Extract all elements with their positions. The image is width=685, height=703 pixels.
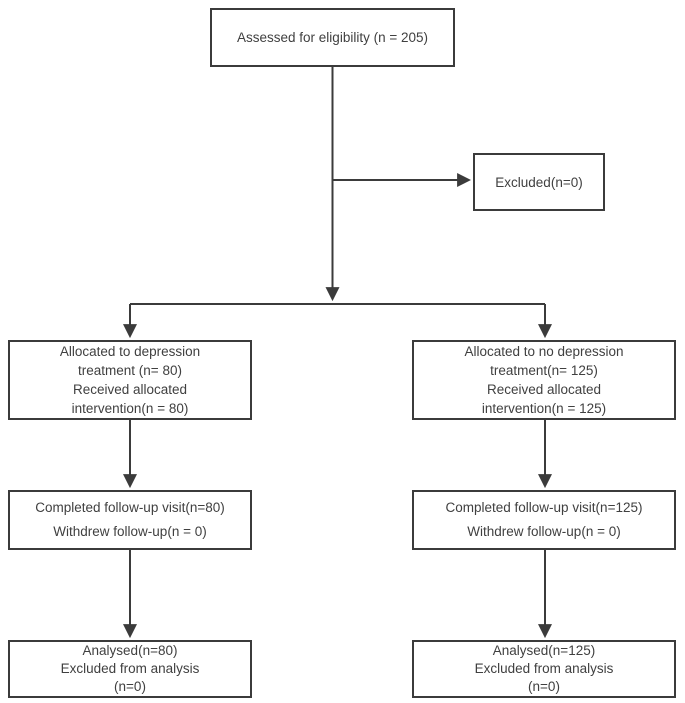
box-text: Assessed for eligibility (n = 205): [237, 30, 428, 45]
box-text: Excluded from analysis: [60, 661, 200, 676]
box-allocated-depression-treatment: Allocated to depression treatment (n= 80…: [8, 340, 252, 420]
box-text: Received allocated: [486, 382, 602, 397]
box-allocated-no-depression-treatment: Allocated to no depression treatment(n= …: [412, 340, 676, 420]
box-text: Withdrew follow-up(n = 0): [53, 524, 207, 539]
box-text: (n=0): [528, 679, 560, 694]
box-text: treatment (n= 80): [78, 363, 182, 378]
box-text: Analysed(n=125): [492, 643, 596, 658]
box-text: Excluded from analysis: [474, 661, 614, 676]
box-text: Withdrew follow-up(n = 0): [467, 524, 621, 539]
box-text: Allocated to no depression: [464, 344, 624, 359]
box-analysed-no-treatment: Analysed(n=125) Excluded from analysis (…: [412, 640, 676, 698]
box-analysed-treatment: Analysed(n=80) Excluded from analysis (n…: [8, 640, 252, 698]
box-followup-no-treatment: Completed follow-up visit(n=125) Withdre…: [412, 490, 676, 550]
box-text: Excluded(n=0): [495, 174, 583, 190]
box-text: Analysed(n=80): [82, 643, 178, 658]
box-text: Completed follow-up visit(n=80): [35, 500, 225, 515]
box-text: intervention(n = 80): [71, 401, 189, 416]
box-text: intervention(n = 125): [481, 401, 607, 416]
box-excluded: Excluded(n=0): [473, 153, 605, 211]
box-text: treatment(n= 125): [490, 363, 598, 378]
box-assessed-eligibility: Assessed for eligibility (n = 205): [210, 8, 455, 67]
box-followup-treatment: Completed follow-up visit(n=80) Withdrew…: [8, 490, 252, 550]
box-text: Allocated to depression: [59, 344, 201, 359]
box-text: Completed follow-up visit(n=125): [445, 500, 643, 515]
box-text: (n=0): [114, 679, 146, 694]
box-text: Received allocated: [72, 382, 188, 397]
